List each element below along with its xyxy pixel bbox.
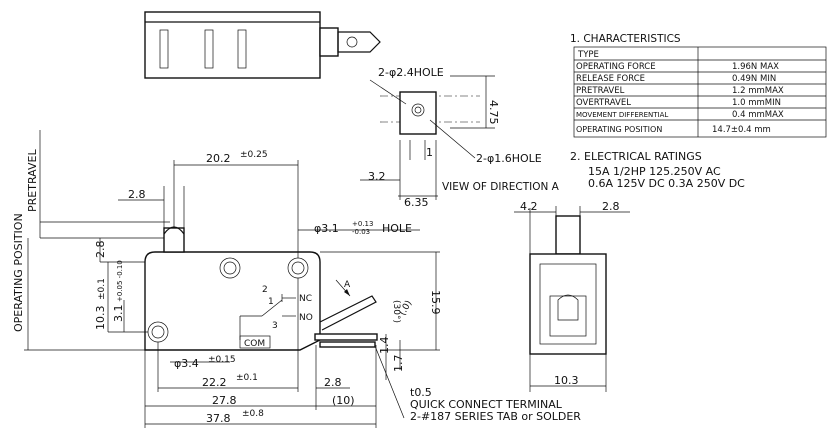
dim-6-35: 6.35 <box>404 196 429 209</box>
plunger <box>163 227 185 253</box>
dim-1-4: 1.4 <box>378 337 391 355</box>
mount-hole <box>219 257 241 279</box>
dim-1-7: 1.7 <box>392 355 405 373</box>
tol-22-2: ±0.1 <box>236 373 258 383</box>
dim-15-9: 15.9 <box>429 290 442 315</box>
side-dim-10-3: 10.3 <box>554 374 579 387</box>
electrical-line2: 0.6A 125V DC 0.3A 250V DC <box>588 177 745 190</box>
electrical-title: 2. ELECTRICAL RATINGS <box>570 150 702 163</box>
tol-3-4: ±0.15 <box>208 355 236 365</box>
dim-2-8-bottom: 2.8 <box>324 376 342 389</box>
row-value: 1.96N MAX <box>732 62 779 72</box>
dim-10-3: 10.3 <box>94 306 107 331</box>
row-label: RELEASE FORCE <box>576 74 645 84</box>
dim-22-2: 22.2 <box>202 376 227 389</box>
tol-10-3: ±0.1 <box>97 278 107 300</box>
dim-1: 1 <box>426 146 433 159</box>
hole-large-label: 2-φ1.6HOLE <box>476 152 542 165</box>
row-value: 1.2 mmMAX <box>732 86 784 96</box>
type-label: TYPE <box>577 50 599 60</box>
hole-tol-plus: +0.13 <box>352 220 373 228</box>
row-label: OVERTRAVEL <box>576 98 631 108</box>
side-view: 4.2 2.8 10.3 <box>514 200 630 392</box>
dim-t0-5: t0.5 <box>410 386 432 399</box>
row-value: 0.4 mmMAX <box>732 110 784 120</box>
terminal-note-2: 2-#187 SERIES TAB or SOLDER <box>410 410 581 423</box>
hole-label: φ3.1 <box>314 222 339 235</box>
electrical-section: 2. ELECTRICAL RATINGS 15A 1/2HP 125.250V… <box>570 150 745 190</box>
switch-body <box>144 251 321 351</box>
terminal <box>314 333 378 341</box>
pin-1: 1 <box>268 297 274 307</box>
row-label: MOVEMENT DIFFERENTIAL <box>576 111 668 119</box>
top-view-body <box>144 11 321 79</box>
view-caption: VIEW OF DIRECTION A <box>442 181 560 193</box>
nc-label: NC <box>299 294 312 304</box>
dim-4-75: 4.75 <box>487 100 500 125</box>
hole-tol-minus: -0.03 <box>352 228 370 236</box>
operating-position-label: OPERATING POSITION <box>12 213 25 332</box>
row-label: PRETRAVEL <box>576 86 625 96</box>
row-value: 0.49N MIN <box>732 74 776 84</box>
dim-3-4: φ3.4 <box>174 357 199 370</box>
dim-3-2: 3.2 <box>368 170 386 183</box>
side-plunger <box>555 215 581 255</box>
characteristics-title: 1. CHARACTERISTICS <box>570 33 681 45</box>
electrical-line1: 15A 1/2HP 125.250V AC <box>588 165 721 178</box>
dim-2-8-vert: 2.8 <box>94 241 107 259</box>
hole-word: HOLE <box>382 222 412 235</box>
dim-37-8: 37.8 <box>206 412 231 425</box>
characteristics-section: 1. CHARACTERISTICS TYPE OPERATING FORCE … <box>570 33 827 138</box>
tol-20-2: ±0.25 <box>240 150 268 160</box>
dim-3-1: 3.1 <box>112 305 125 323</box>
top-view <box>144 11 381 79</box>
side-dim-2-8: 2.8 <box>602 200 620 213</box>
dim-20-2: 20.2 <box>206 152 231 165</box>
characteristics-table: TYPE OPERATING FORCE 1.96N MAX RELEASE F… <box>573 46 827 138</box>
pin-3: 3 <box>272 321 278 331</box>
row-value: 14.7±0.4 mm <box>712 125 771 135</box>
pretravel-label: PRETRAVEL <box>26 149 39 212</box>
lever <box>319 295 377 331</box>
row-label: OPERATING POSITION <box>576 125 662 134</box>
terminal-detail: 2-φ2.4HOLE 4.75 1 2-φ1.6HOLE 3.2 VIEW OF… <box>360 66 560 209</box>
dim-27-8: 27.8 <box>212 394 237 407</box>
row-value: 1.0 mmMIN <box>732 98 781 108</box>
row-label: OPERATING FORCE <box>576 62 656 72</box>
dim-30deg: (30°) <box>391 300 401 323</box>
side-dim-4-2: 4.2 <box>520 200 538 213</box>
arrow-a-label: A <box>344 280 351 290</box>
hole-small-label: 2-φ2.4HOLE <box>378 66 444 79</box>
com-label: COM <box>244 339 265 349</box>
dim-10: (10) <box>332 394 355 407</box>
tol-3-1: +0.05 -0.10 <box>116 260 124 302</box>
front-view: 1 2 3 NC NO COM A (30°) (.0) 20.2 ±0.25 … <box>12 130 581 428</box>
pin-2: 2 <box>262 285 268 295</box>
no-label: NO <box>299 313 313 323</box>
tol-37-8: ±0.8 <box>242 409 264 419</box>
terminal-note-1: QUICK CONNECT TERMINAL <box>410 398 563 411</box>
side-body <box>529 253 607 355</box>
dim-2-8-top: 2.8 <box>128 188 146 201</box>
